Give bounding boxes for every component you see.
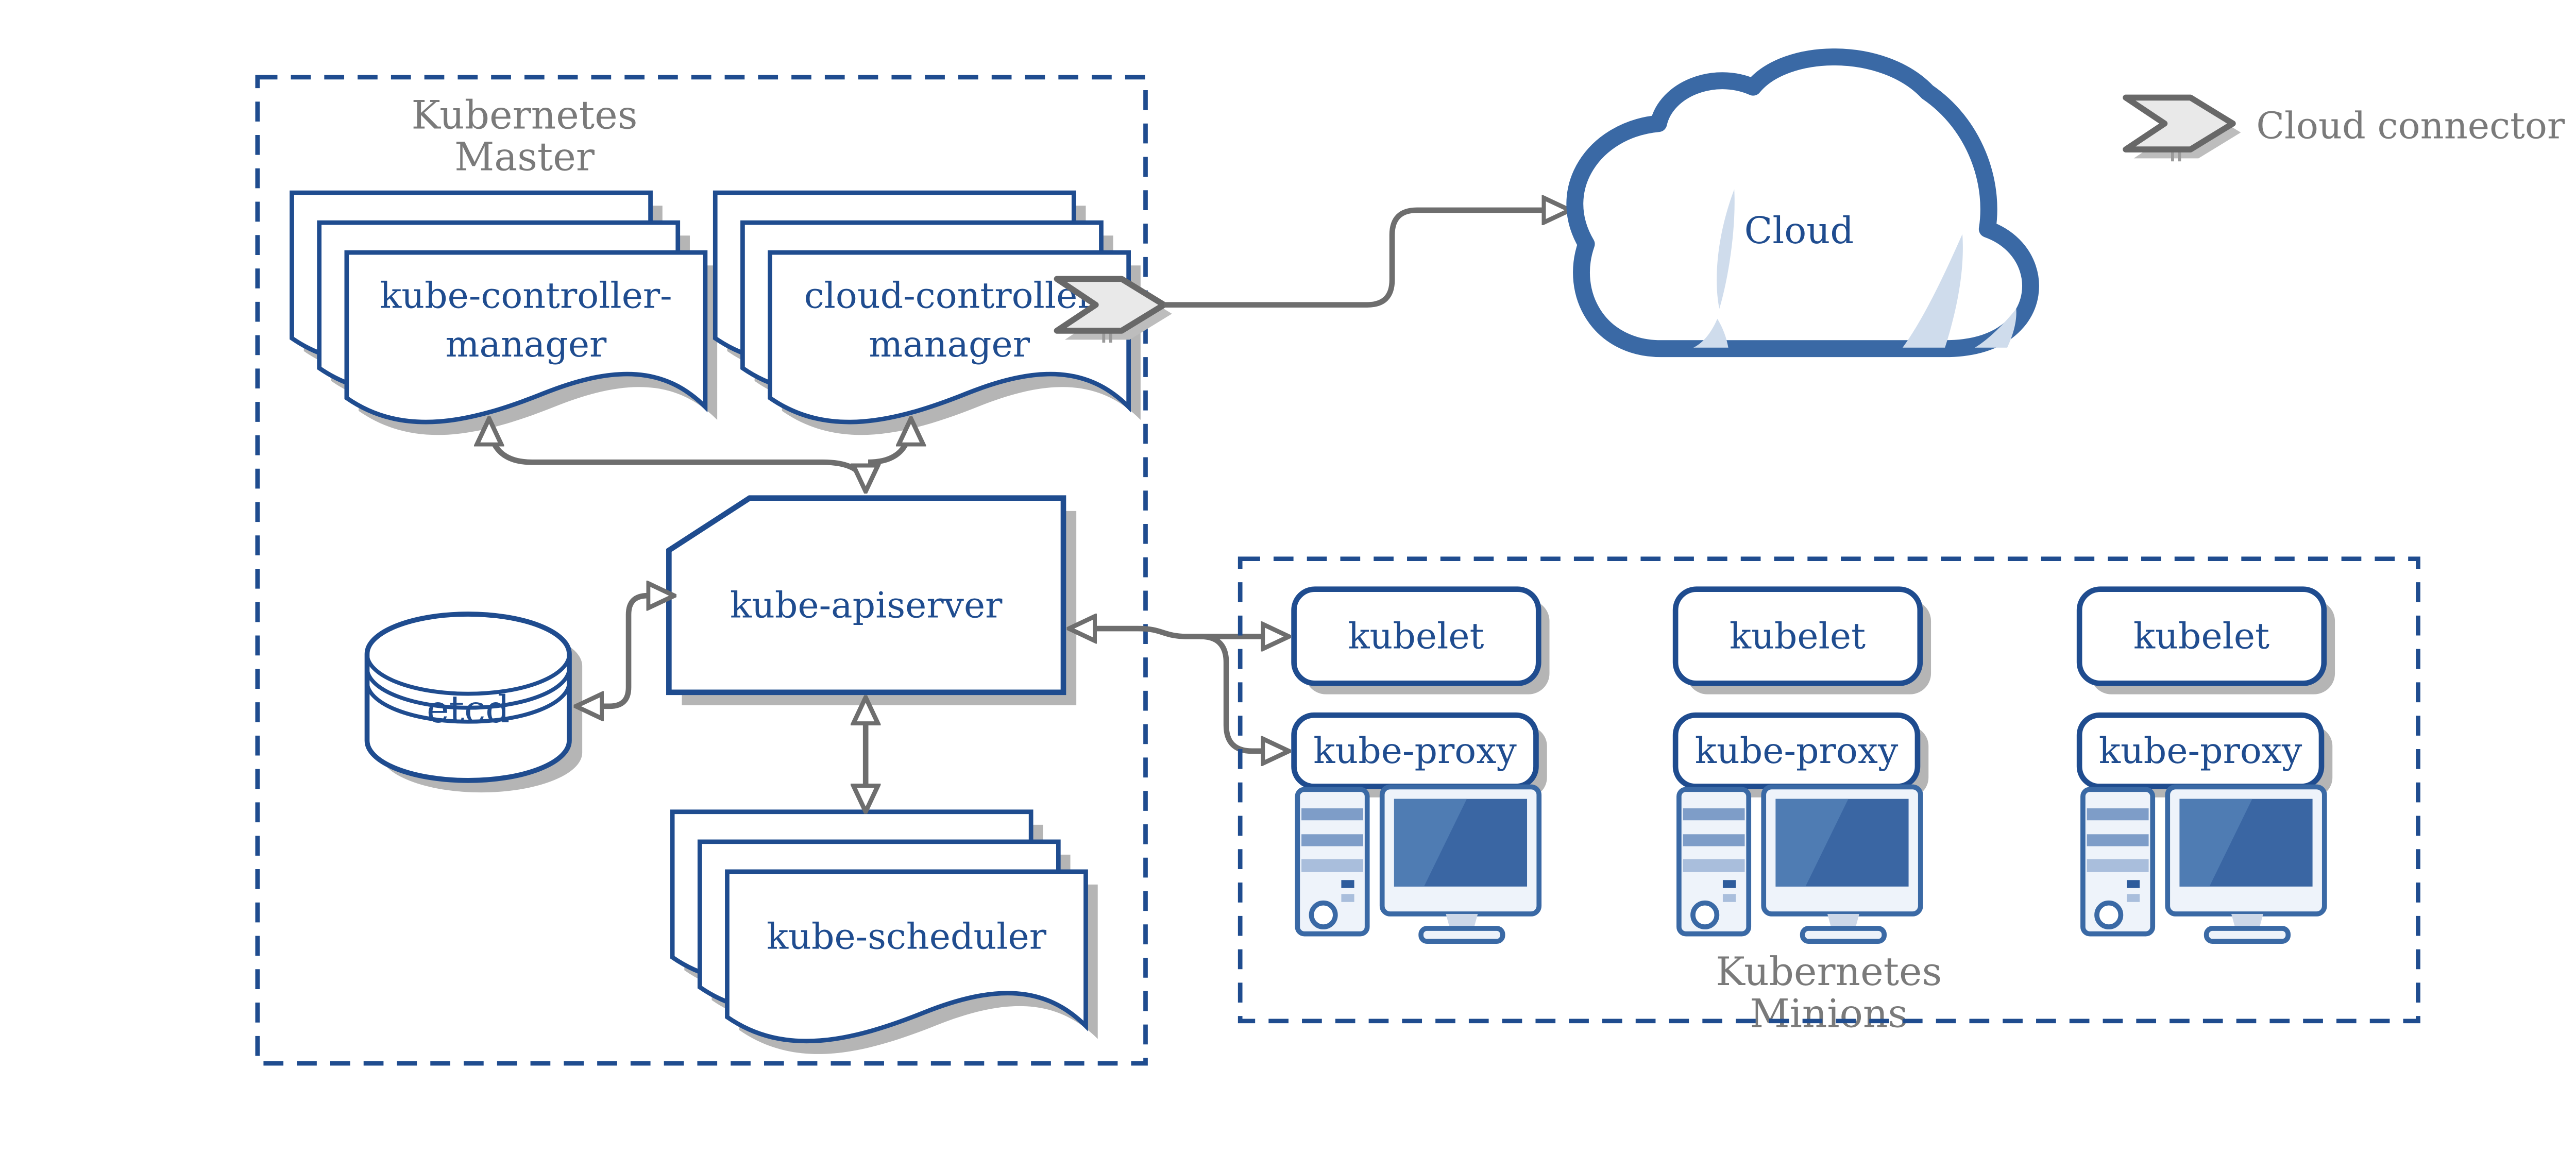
node-cloud: Cloud bbox=[1566, 48, 2039, 358]
connector-apiserver-etcd bbox=[577, 596, 673, 706]
tower-band bbox=[1683, 834, 1745, 846]
minions-title-line2: Minions bbox=[1750, 991, 1908, 1036]
tower-button bbox=[2126, 880, 2140, 888]
kubelet-label: kubelet bbox=[1348, 616, 1484, 657]
kube-scheduler-label: kube-scheduler bbox=[767, 916, 1047, 958]
master-title-line2: Master bbox=[454, 134, 595, 180]
kube-proxy-label: kube-proxy bbox=[1695, 730, 1899, 772]
computer-tower-icon bbox=[2080, 787, 2156, 937]
kube-proxy-label: kube-proxy bbox=[1313, 730, 1517, 772]
tower-button bbox=[2126, 894, 2140, 902]
kubelet-box bbox=[1291, 586, 1541, 686]
tower-band bbox=[2087, 834, 2149, 846]
tower-button bbox=[1722, 880, 1736, 888]
node-kube-apiserver: kube-apiserver bbox=[666, 495, 1077, 705]
monitor-base bbox=[1418, 926, 1505, 944]
tower-band bbox=[1301, 859, 1363, 872]
kube-apiserver-label: kube-apiserver bbox=[730, 585, 1003, 626]
minion-node-2: kubelet kube-proxy bbox=[1672, 586, 1931, 944]
kube-proxy-label: kube-proxy bbox=[2099, 730, 2302, 772]
tower-band bbox=[1683, 859, 1745, 872]
cloud-connector-shape bbox=[1057, 279, 1172, 343]
computer-monitor-icon bbox=[2165, 784, 2327, 944]
connector-apiserver-kube-proxy bbox=[1200, 634, 1288, 751]
cloud-controller-manager-label-line2: manager bbox=[869, 324, 1030, 365]
etcd-label: etcd bbox=[427, 688, 510, 732]
etcd-ring bbox=[365, 682, 571, 724]
monitor-screen-highlight bbox=[1775, 799, 1849, 887]
tower-power-button bbox=[2094, 900, 2124, 929]
monitor-base bbox=[1800, 926, 1887, 944]
tower-band bbox=[1301, 834, 1363, 846]
cloud-swoosh bbox=[1717, 189, 1735, 309]
cloud-shape bbox=[1566, 48, 2039, 358]
node-etcd: etcd bbox=[364, 612, 583, 793]
tower-band bbox=[2087, 808, 2149, 821]
monitor-stand bbox=[1446, 913, 1478, 929]
node-kube-scheduler: kube-scheduler bbox=[672, 812, 1098, 1054]
etcd-ring bbox=[365, 668, 571, 710]
tower-band bbox=[1301, 808, 1363, 821]
connector-apiserver-kubelet bbox=[1070, 629, 1288, 636]
cloud-swoosh bbox=[1902, 234, 1963, 348]
tower-button bbox=[1722, 894, 1736, 902]
computer-tower-icon bbox=[1295, 787, 1370, 937]
minion-node-3: kubelet kube-proxy bbox=[2076, 586, 2335, 944]
tower-power-button bbox=[1690, 900, 1720, 929]
kubernetes-architecture-diagram: Kubernetes Master kube-controller- manag… bbox=[255, 48, 2565, 1066]
computer-monitor-icon bbox=[1379, 784, 1542, 944]
monitor-screen-highlight bbox=[2179, 799, 2252, 887]
monitor-base bbox=[2204, 926, 2291, 944]
apiserver-shape bbox=[666, 495, 1066, 696]
node-kube-controller-manager: kube-controller- manager bbox=[292, 193, 718, 435]
monitor-stand bbox=[2231, 913, 2263, 929]
master-boundary bbox=[255, 75, 1148, 1066]
computer-tower-icon bbox=[1676, 787, 1752, 937]
connector-cloud-controller-branch bbox=[868, 419, 911, 465]
kubelet-label: kubelet bbox=[1730, 616, 1866, 657]
kubelet-box bbox=[2076, 586, 2327, 686]
cloud-swoosh bbox=[1975, 309, 2016, 348]
minion-node-1: kubelet kube-proxy bbox=[1291, 586, 1550, 944]
cloud-label: Cloud bbox=[1744, 209, 1854, 252]
computer-monitor-icon bbox=[1761, 784, 1923, 944]
etcd-body bbox=[364, 612, 572, 783]
kube-controller-manager-label-line2: manager bbox=[445, 324, 607, 365]
kubelet-label: kubelet bbox=[2133, 616, 2269, 657]
cloud-controller-manager-label-line1: cloud-controller bbox=[804, 275, 1095, 316]
etcd-top-arc bbox=[365, 654, 571, 696]
tower-power-button bbox=[1309, 900, 1338, 929]
tower-button bbox=[1341, 880, 1354, 888]
minions-boundary bbox=[1238, 556, 2420, 1024]
monitor-stand bbox=[1827, 913, 1859, 929]
master-title-line1: Kubernetes bbox=[412, 92, 638, 138]
legend-cloud-connector-label: Cloud connector bbox=[2256, 105, 2565, 147]
minions-title-line1: Kubernetes bbox=[1716, 949, 1942, 994]
connector-to-cloud bbox=[1164, 210, 1569, 308]
tower-band bbox=[1683, 808, 1745, 821]
kubelet-box bbox=[1672, 586, 1923, 686]
tower-band bbox=[2087, 859, 2149, 872]
legend: Cloud connector bbox=[2126, 97, 2565, 162]
kube-controller-manager-label-line1: kube-controller- bbox=[380, 275, 672, 316]
connector-controllers-to-apiserver bbox=[489, 419, 866, 490]
tower-button bbox=[1341, 894, 1354, 902]
node-cloud-controller-manager: cloud-controller manager bbox=[715, 193, 1141, 435]
monitor-screen-highlight bbox=[1394, 799, 1467, 887]
cloud-swoosh bbox=[1693, 318, 1728, 348]
